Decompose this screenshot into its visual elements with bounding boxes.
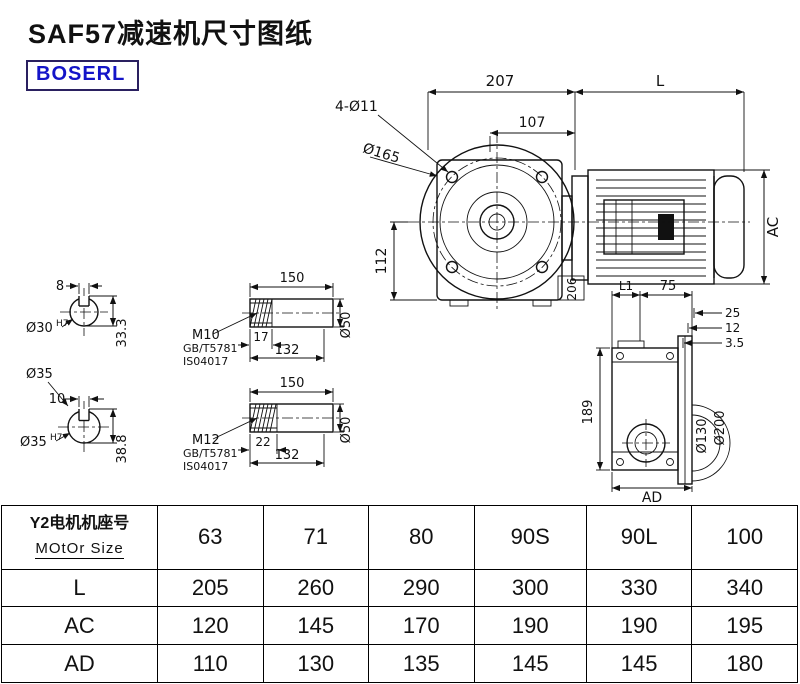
side-view: L1 75 25 12 3.5 189 Ø130 Ø200 AD (581, 279, 744, 505)
page-title: SAF57减速机尺寸图纸 (28, 19, 314, 49)
table-cell: 63 (157, 505, 264, 570)
std-gb2-label: GB/T5781 (183, 447, 238, 460)
table-cell: 300 (473, 568, 587, 608)
table-cell: 100 (691, 505, 798, 570)
shaft1-section-view: 8 Ø30 H7 33.3 (26, 279, 130, 347)
std-gb-label: GB/T5781 (183, 342, 238, 355)
dim-150b-label: 150 (280, 376, 305, 391)
table-cell: 180 (691, 644, 798, 683)
brand-logo: BOSERL (26, 60, 140, 91)
shaft1-side-view: 150 M10 GB/T5781 IS04017 17 132 (183, 271, 354, 368)
dim-112-label: 112 (374, 248, 390, 275)
dim-keywidth10-label: 10 (49, 392, 66, 407)
row-label-AC: AC (1, 606, 158, 646)
dim-75-label: 75 (660, 279, 677, 294)
table-row-AC: AC 120 145 170 190 190 195 (1, 606, 798, 646)
dim-keywidth8-label: 8 (56, 279, 64, 294)
table-cell: 290 (368, 568, 475, 608)
dim-22-label: 22 (255, 435, 270, 449)
dim-35-label: 3.5 (725, 336, 744, 350)
thread-m10-label: M10 (192, 328, 220, 343)
dimension-table: Y2电机机座号 MOtOr Size 63 71 80 90S 90L 100 … (1, 505, 798, 683)
thread-m12-label: M12 (192, 433, 220, 448)
dim-d50b-label: Ø50 (339, 417, 354, 444)
dim-206-label: 206 (565, 278, 579, 301)
table-cell: 135 (368, 644, 475, 683)
table-cell: 145 (585, 644, 693, 683)
dim-132b-label: 132 (275, 448, 300, 463)
shaft2-section-view: Ø35 10 Ø35 H7 38.8 (20, 367, 130, 463)
table-row-motor-size: Y2电机机座号 MOtOr Size 63 71 80 90S 90L 100 (1, 505, 798, 570)
table-cell: 130 (262, 644, 370, 683)
dim-17-label: 17 (253, 330, 268, 344)
dim-AD-label: AD (642, 490, 662, 505)
table-cell: 145 (262, 606, 370, 646)
motor-size-header-cell: Y2电机机座号 MOtOr Size (1, 505, 158, 570)
table-cell: 90L (585, 505, 693, 570)
table-cell: 110 (157, 644, 264, 683)
table-row-L: L 205 260 290 300 330 340 (1, 568, 798, 608)
front-view: 207 L 107 4-Ø11 Ø165 112 AC 206 (335, 72, 782, 312)
table-row-AD: AD 110 130 135 145 145 180 (1, 644, 798, 683)
dim-d50-label: Ø50 (339, 312, 354, 339)
dim-189-label: 189 (581, 400, 596, 425)
row-label-AD: AD (1, 644, 158, 683)
drawing-canvas: 207 L 107 4-Ø11 Ø165 112 AC 206 (20, 72, 782, 505)
motor-size-label-cn: Y2电机机座号 (29, 515, 130, 533)
dim-d200-label: Ø200 (713, 410, 728, 445)
dim-bore30-tol-label: H7 (56, 319, 69, 329)
table-cell: 260 (262, 568, 370, 608)
dim-bore30-label: Ø30 (26, 321, 53, 336)
table-cell: 340 (691, 568, 798, 608)
dim-holes-label: 4-Ø11 (335, 99, 378, 115)
dim-25-label: 25 (725, 306, 740, 320)
table-cell: 195 (691, 606, 798, 646)
table-cell: 71 (262, 505, 370, 570)
dim-107-label: 107 (519, 115, 546, 131)
table-cell: 170 (368, 606, 475, 646)
dim-388-label: 38.8 (115, 435, 130, 464)
dim-bore35-tol-label: H7 (50, 433, 63, 443)
dim-bore35-label: Ø35 (20, 435, 47, 450)
dim-333-label: 33.3 (115, 319, 130, 348)
table-cell: 80 (368, 505, 475, 570)
row-label-L: L (1, 568, 158, 608)
table-cell: 90S (473, 505, 587, 570)
table-cell: 190 (585, 606, 693, 646)
table-cell: 330 (585, 568, 693, 608)
std-iso-label: IS04017 (183, 355, 228, 368)
dim-flange-dia-label: Ø165 (361, 141, 402, 167)
motor-size-label-en: MOtOr Size (35, 540, 124, 560)
table-cell: 205 (157, 568, 264, 608)
dim-AC-label: AC (764, 217, 782, 237)
dim-12-label: 12 (725, 321, 740, 335)
shaft2-side-view: 150 M12 GB/T5781 IS04017 22 132 (183, 376, 354, 473)
table-cell: 120 (157, 606, 264, 646)
dim-132-label: 132 (275, 343, 300, 358)
table-cell: 145 (473, 644, 587, 683)
dim-d130-label: Ø130 (695, 418, 710, 453)
std-iso2-label: IS04017 (183, 460, 228, 473)
dim-shaft35-label: Ø35 (26, 367, 53, 382)
dim-207-label: 207 (486, 72, 515, 90)
dim-L1-label: L1 (619, 279, 633, 293)
dim-150-label: 150 (280, 271, 305, 286)
dim-L-label: L (656, 72, 665, 90)
table-cell: 190 (473, 606, 587, 646)
